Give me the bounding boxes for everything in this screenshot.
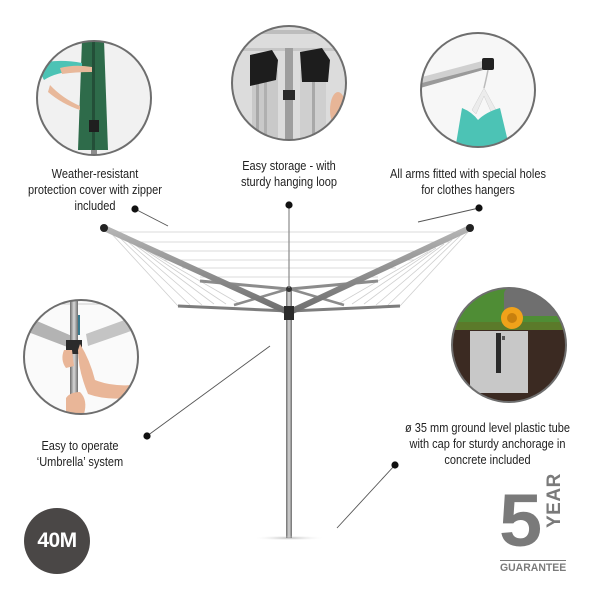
feature-frame-cover	[36, 40, 152, 156]
guarantee-label: GUARANTEE	[500, 562, 567, 574]
caption-line: sturdy hanging loop	[240, 175, 338, 189]
feature-image-umbrella	[24, 300, 138, 414]
guarantee-number: 5	[498, 479, 543, 562]
feature-caption-storage: Easy storage - with sturdy hanging loop	[219, 158, 360, 190]
guarantee-badge: 5 YEAR GUARANTEE	[499, 473, 568, 576]
connector-ground-tube	[336, 461, 399, 529]
connector-storage	[285, 201, 293, 209]
caption-line: All arms fitted with special holes	[390, 167, 546, 181]
callout-dot-icon	[475, 204, 483, 212]
line-capacity-badge: 40M	[24, 508, 90, 574]
caption-line: for clothes hangers	[421, 183, 515, 197]
caption-line: included	[74, 199, 116, 213]
feature-caption-cover: Weather-resistant protection cover with …	[20, 166, 170, 214]
feature-frame-storage	[231, 25, 347, 141]
feature-image-ground-tube	[452, 288, 566, 402]
caption-line: ‘Umbrella’ system	[36, 455, 124, 469]
caption-line: Easy storage - with	[242, 159, 336, 173]
feature-caption-umbrella: Easy to operate ‘Umbrella’ system	[23, 438, 137, 470]
connector-cover	[131, 205, 169, 227]
caption-line: protection cover with zipper	[28, 183, 162, 197]
guarantee-unit: YEAR	[544, 473, 565, 528]
caption-line: concrete included	[444, 453, 531, 467]
feature-caption-hangers: All arms fitted with special holes for c…	[380, 166, 556, 198]
caption-line: Easy to operate	[41, 439, 119, 453]
connector-hangers	[417, 204, 483, 223]
caption-line: with cap for sturdy anchorage in	[409, 437, 566, 451]
caption-line: Weather-resistant	[51, 167, 139, 181]
connector-umbrella	[143, 345, 271, 440]
callout-dot-icon	[391, 461, 399, 469]
callout-dot-icon	[131, 205, 139, 213]
callout-dot-icon	[285, 201, 293, 209]
callout-connectors	[131, 201, 483, 529]
rotary-dryer-illustration	[100, 206, 474, 541]
callout-dot-icon	[143, 432, 151, 440]
feature-image-cover	[37, 41, 151, 155]
feature-caption-ground-tube: ø 35 mm ground level plastic tube with c…	[397, 420, 577, 468]
feature-frame-ground-tube	[451, 287, 567, 403]
feature-frame-umbrella	[23, 299, 139, 415]
caption-line: ø 35 mm ground level plastic tube	[404, 421, 571, 435]
guarantee-divider	[500, 560, 566, 561]
feature-frame-hangers	[420, 32, 536, 148]
line-capacity-text: 40M	[37, 529, 77, 552]
feature-image-hangers	[421, 33, 535, 147]
feature-image-storage	[232, 26, 346, 140]
